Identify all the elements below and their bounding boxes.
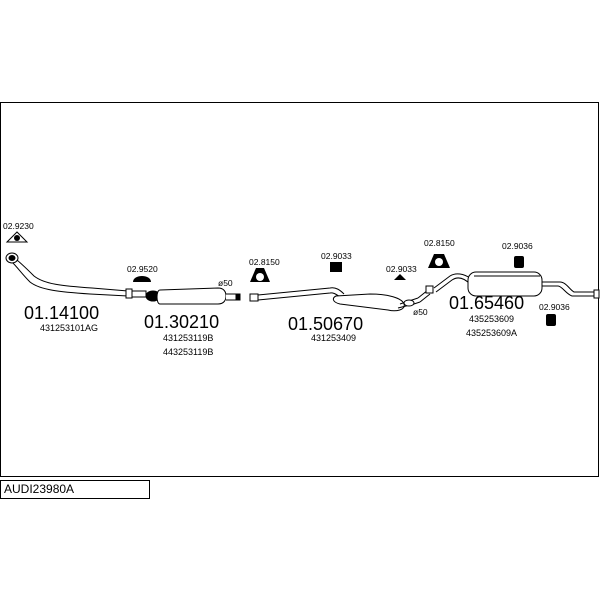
hanger-02-8150-a [250,268,270,282]
part-ref-rear-silencer-1: 435253609 [469,314,514,324]
model-code-box: AUDI23980A [0,480,150,499]
hanger-02-9036-a [514,256,524,268]
accessory-label-02-8150-a: 02.8150 [249,257,280,267]
part-number-intermediate-silencer: 01.50670 [288,314,363,334]
hanger-02-9033-a [330,262,342,272]
accessory-label-02-9520: 02.9520 [127,264,158,274]
part-number-front-pipe: 01.14100 [24,303,99,323]
rear-silencer-drawing [433,271,600,299]
gasket-02-9230 [5,231,29,243]
part-ref-centre-silencer-1: 431253119B [163,333,213,343]
accessory-label-02-9230: 02.9230 [3,221,34,231]
hanger-02-9033-b [394,274,406,280]
accessory-label-02-8150-b: 02.8150 [424,238,455,248]
accessory-label-02-9033-b: 02.9033 [386,264,417,274]
centre-silencer-drawing [131,287,241,305]
front-pipe-drawing [5,252,133,299]
accessory-label-02-9036-b: 02.9036 [539,302,570,312]
accessory-label-02-9033-a: 02.9033 [321,251,352,261]
diameter-label-2: ø50 [413,307,428,317]
hanger-02-8150-b [428,254,450,268]
clamp-02-9520 [133,276,151,282]
part-number-rear-silencer: 01.65460 [449,293,524,313]
intermediate-silencer-drawing [249,285,434,312]
part-ref-centre-silencer-2: 443253119B [163,347,213,357]
model-code: AUDI23980A [4,482,75,496]
diameter-label-1: ø50 [218,278,233,288]
part-number-centre-silencer: 01.30210 [144,312,219,332]
part-ref-rear-silencer-2: 435253609A [466,328,517,338]
hanger-02-9036-b [546,314,556,326]
part-ref-intermediate-silencer-1: 431253409 [311,333,356,343]
part-ref-front-pipe-1: 431253101AG [40,323,98,333]
accessory-label-02-9036-a: 02.9036 [502,241,533,251]
